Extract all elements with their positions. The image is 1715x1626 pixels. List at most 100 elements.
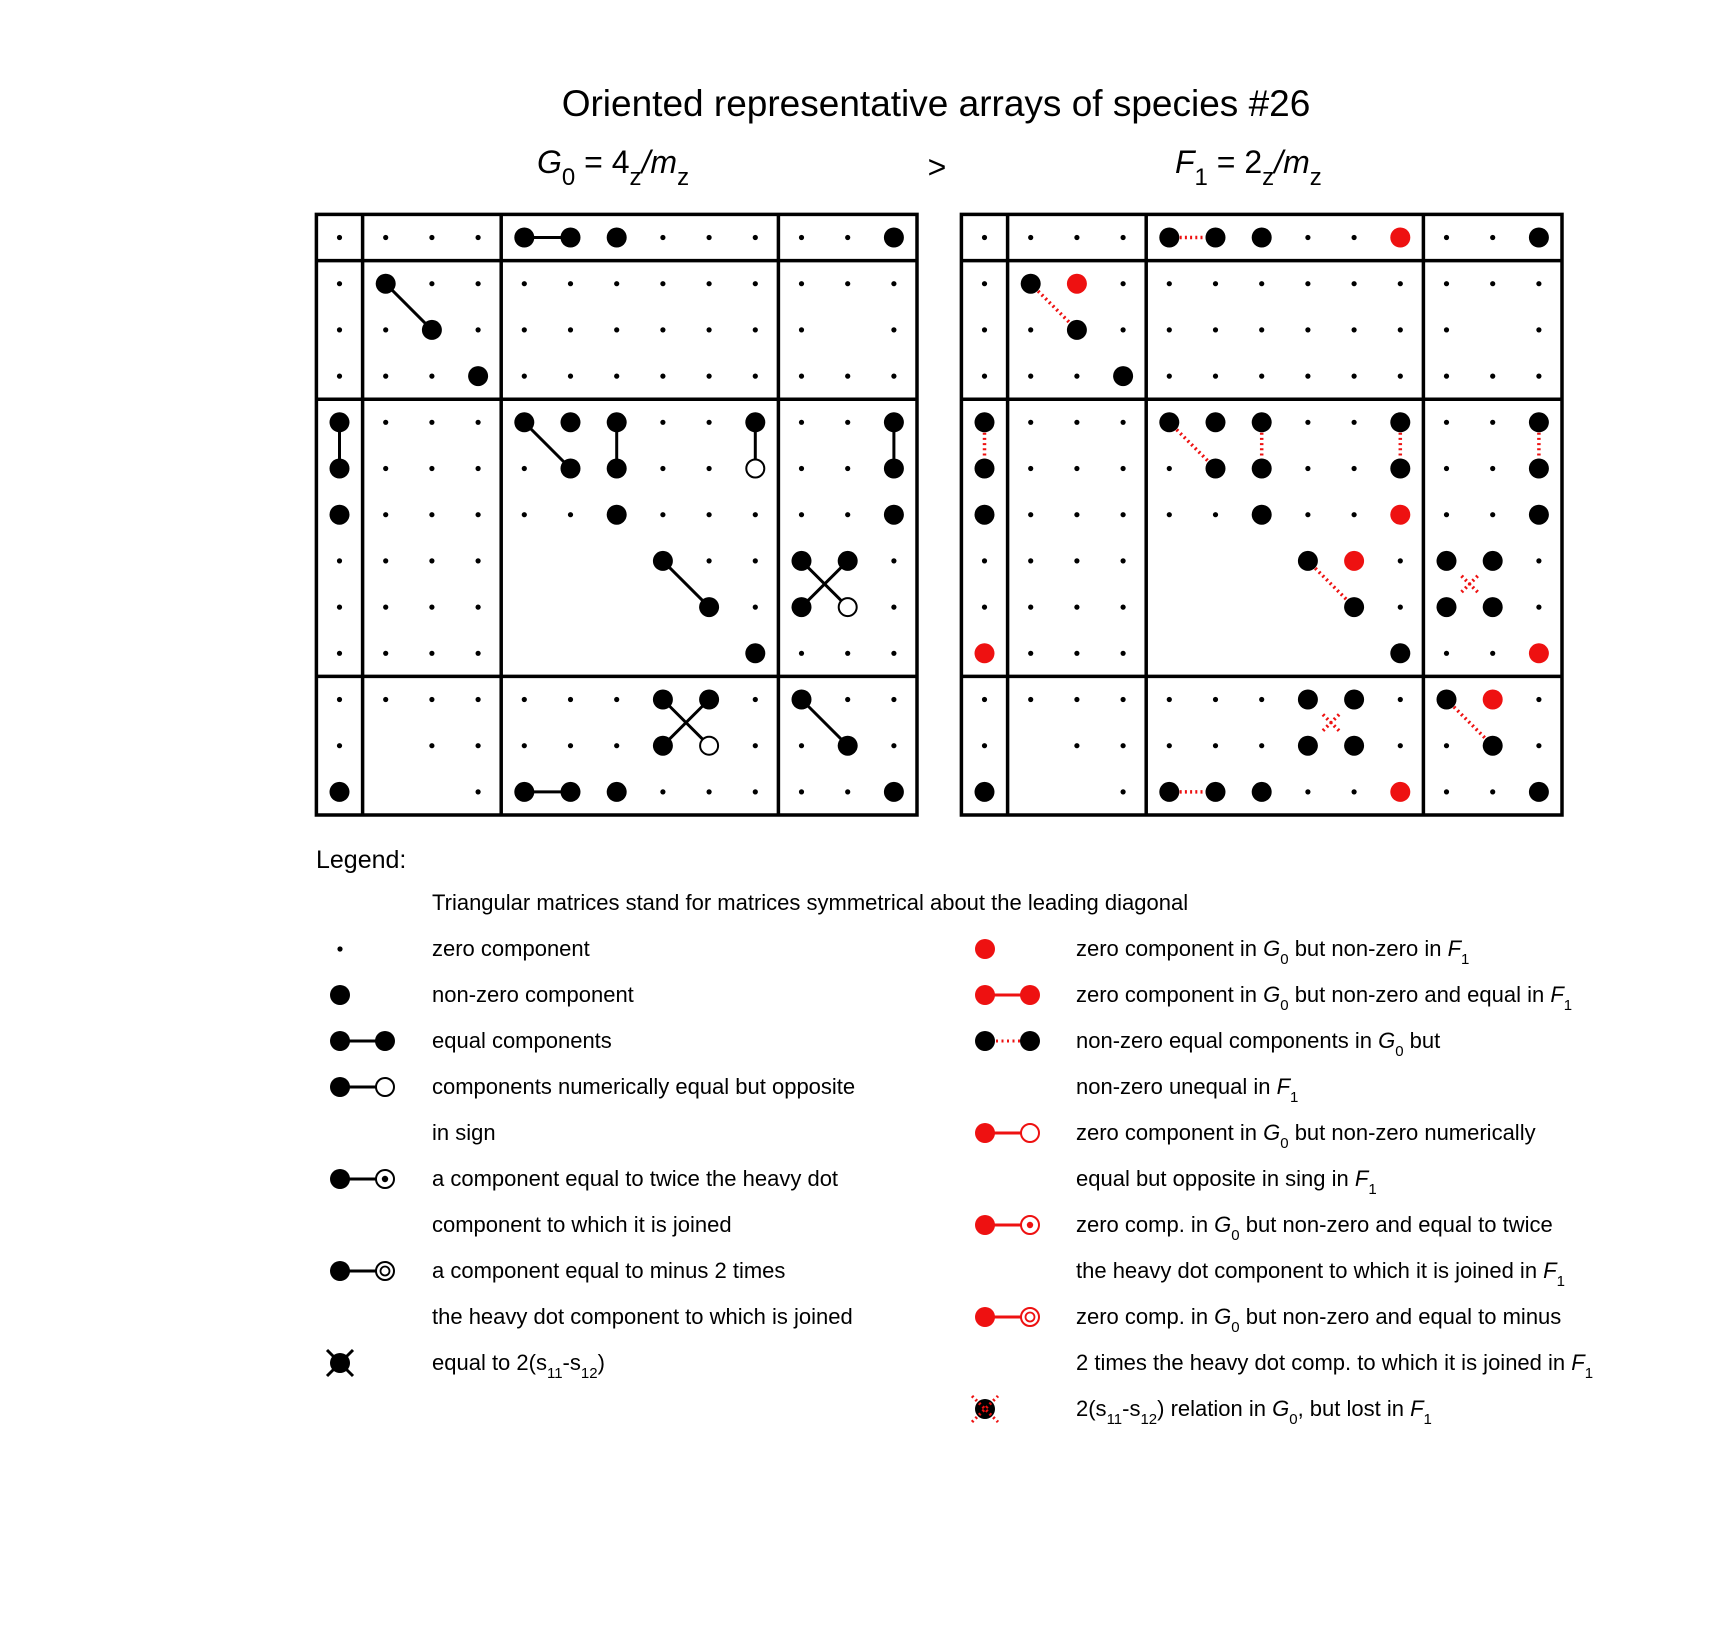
- left-zero-cell: [429, 465, 435, 472]
- right-zero-cell: [1166, 512, 1172, 518]
- left-zero-cell: [660, 373, 666, 379]
- left-nonzero-cell: [606, 412, 627, 433]
- svg-text:G0 = 4z/mz: G0 = 4z/mz: [537, 144, 689, 191]
- right-zero-cell: [1259, 373, 1265, 379]
- right-zero-cell: [1397, 558, 1403, 564]
- legend-symbol-lost-cross-stroke-a: [970, 1394, 1000, 1424]
- legend-symbol-zero-dot: [337, 946, 343, 952]
- right-zero-cell: [1074, 465, 1080, 472]
- right-connector-4: [1168, 421, 1217, 470]
- left-zero-cell: [383, 373, 389, 379]
- right-nonzero-cell: [1528, 458, 1549, 479]
- left-zero-cell: [567, 281, 574, 287]
- left-nonzero-cell: [699, 689, 720, 710]
- legend-symbol-red-twice-pair-left-dot: [975, 1215, 995, 1235]
- right-zero-cell: [1536, 281, 1542, 287]
- left-zero-cell: [429, 558, 435, 564]
- right-zero-cell: [1120, 650, 1126, 656]
- right-zero-cell: [1166, 373, 1172, 379]
- right-nonzero-cell: [1436, 550, 1457, 571]
- legend-symbol-red-minus2-pair-right-inner-ring: [1024, 1311, 1036, 1323]
- left-frame: [314, 212, 919, 817]
- left-zero-cell: [752, 558, 758, 564]
- left-zero-cell: [336, 373, 343, 379]
- svg-text:F1 = 2z/mz: F1 = 2z/mz: [1175, 144, 1322, 191]
- right-zero-cell: [981, 696, 988, 703]
- right-zero-cell: [1443, 327, 1450, 333]
- legend-left-cross-dot-text-0: equal to 2(s11-s12): [432, 1350, 605, 1382]
- right-zero-cell: [1120, 512, 1126, 518]
- left-connector-2: [384, 282, 433, 331]
- left-zero-cell: [336, 696, 343, 703]
- right-zero-cell: [1074, 604, 1080, 610]
- left-zero-cell: [706, 465, 712, 472]
- left-nonzero-cell: [606, 781, 627, 802]
- legend-symbol-equal-pair-right-dot: [375, 1031, 395, 1051]
- right-zero-cell: [1074, 696, 1080, 703]
- right-zero-cell: [1028, 234, 1034, 241]
- legend-right-red-minus2-pair-text-1: 2 times the heavy dot comp. to which it …: [1076, 1350, 1593, 1382]
- right-zero-cell: [1443, 281, 1450, 287]
- left-zero-cell: [383, 650, 389, 656]
- right-zero-cell: [1166, 696, 1172, 703]
- right-nonzero-cell: [1482, 735, 1503, 756]
- right-zero-cell: [1120, 743, 1126, 749]
- right-zero-cell: [1259, 327, 1265, 333]
- right-zero-cell: [1212, 373, 1219, 379]
- left-zero-cell: [429, 419, 435, 425]
- legend-symbol-red-twice-pair-right-center: [1026, 1221, 1034, 1229]
- left-nonzero-cell: [421, 319, 442, 340]
- left-nonzero-cell: [560, 458, 581, 479]
- left-zero-cell: [567, 327, 574, 333]
- legend-right-red-minus2-pair-text-0: zero comp. in G0 but non-zero and equal …: [1076, 1304, 1561, 1336]
- left-nonzero-cell: [883, 781, 904, 802]
- right-zero-cell: [1074, 743, 1080, 749]
- right-nonzero-cell: [1528, 227, 1549, 248]
- right-zero-cell: [1074, 419, 1080, 425]
- left-nonzero-cell: [329, 412, 350, 433]
- right-zero-cell: [1305, 419, 1311, 425]
- left-connector-12: [661, 698, 711, 747]
- left-zero-cell: [521, 373, 527, 379]
- left-connector-8: [661, 559, 711, 609]
- left-zero-cell: [429, 604, 435, 610]
- legend-symbol-red-equal-pair-right-dot: [1020, 985, 1040, 1005]
- left-zero-cell: [752, 696, 758, 703]
- right-zero-cell: [1259, 696, 1265, 703]
- left-nonzero-cell: [883, 227, 904, 248]
- left-zero-cell: [383, 234, 389, 241]
- right-zero-cell: [981, 234, 988, 241]
- left-zero-cell: [383, 327, 389, 333]
- left-zero-cell: [706, 373, 712, 379]
- right-nonzero-cell: [1390, 643, 1411, 664]
- left-zero-cell: [521, 696, 527, 703]
- right-zero-cell: [1212, 281, 1219, 287]
- right-zero-cell: [1443, 465, 1450, 472]
- right-nonzero-cell: [1251, 412, 1272, 433]
- right-zero-cell: [1212, 327, 1219, 333]
- left-opposite-cell: [837, 597, 858, 618]
- left-zero-cell: [383, 696, 389, 703]
- right-zero-cell: [1166, 743, 1172, 749]
- left-zero-cell: [383, 558, 389, 564]
- left-zero-cell: [798, 650, 805, 656]
- legend-symbol-twice-pair-right-center: [381, 1175, 389, 1183]
- left-zero-cell: [336, 327, 343, 333]
- right-zero-cell: [1028, 419, 1034, 425]
- left-zero-cell: [891, 373, 897, 379]
- left-zero-cell: [845, 234, 851, 241]
- left-zero-cell: [521, 743, 527, 749]
- right-zero-cell: [1536, 327, 1542, 333]
- right-zero-cell: [1443, 789, 1450, 795]
- right-nonzero-cell: [1344, 689, 1365, 710]
- right-zero-cell: [981, 373, 988, 379]
- left-nonzero-cell: [699, 597, 720, 618]
- legend-left-opposite-pair-text-1: in sign: [432, 1120, 496, 1145]
- left-zero-cell: [336, 650, 343, 656]
- right-zero-cell: [1490, 465, 1496, 472]
- left-zero-cell: [336, 558, 343, 564]
- left-zero-cell: [706, 512, 712, 518]
- left-zero-cell: [475, 512, 481, 518]
- left-nonzero-cell: [514, 227, 535, 248]
